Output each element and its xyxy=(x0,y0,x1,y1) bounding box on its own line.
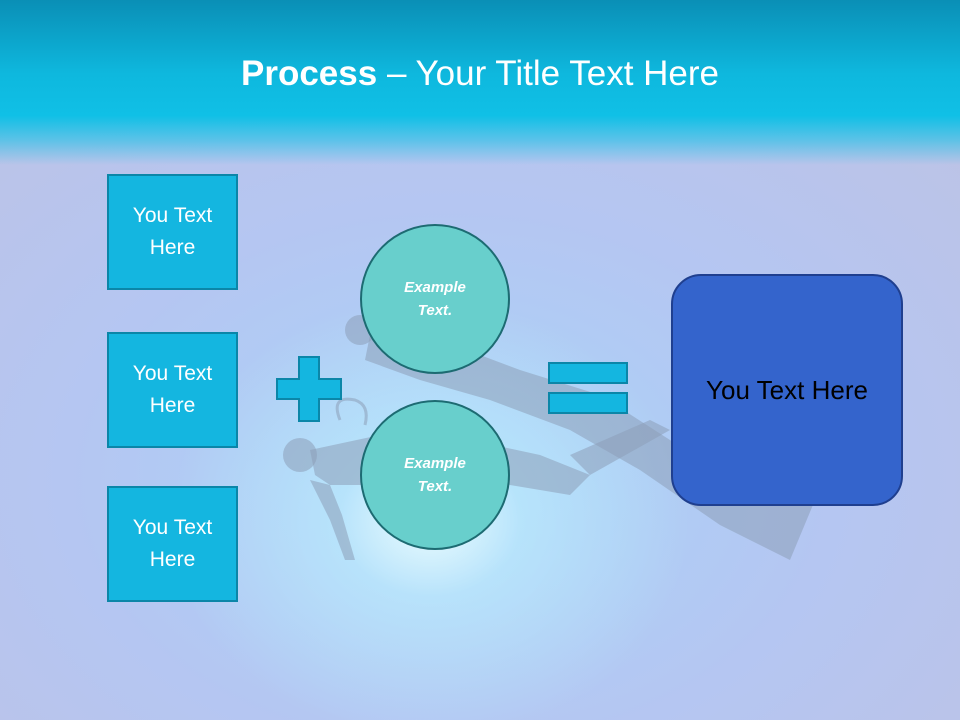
plus-icon xyxy=(276,356,342,422)
text-box-3[interactable]: You Text Here xyxy=(107,486,238,602)
title-rest: – Your Title Text Here xyxy=(377,54,719,93)
text-box-1[interactable]: You Text Here xyxy=(107,174,238,290)
result-box-label: You Text Here xyxy=(706,374,868,405)
example-circle-1-label: Example Text. xyxy=(404,279,466,319)
equals-icon xyxy=(548,362,628,414)
text-box-1-label: You Text Here xyxy=(132,204,213,259)
example-circle-2[interactable]: Example Text. xyxy=(360,400,510,550)
text-box-3-label: You Text Here xyxy=(132,516,213,571)
example-circle-2-label: Example Text. xyxy=(404,455,466,495)
slide-title: Process – Your Title Text Here xyxy=(0,52,960,96)
title-bold-word: Process xyxy=(241,54,378,93)
result-box[interactable]: You Text Here xyxy=(671,274,903,506)
text-box-2-label: You Text Here xyxy=(132,362,213,417)
example-circle-1[interactable]: Example Text. xyxy=(360,224,510,374)
text-box-2[interactable]: You Text Here xyxy=(107,332,238,448)
title-bar xyxy=(0,0,960,165)
